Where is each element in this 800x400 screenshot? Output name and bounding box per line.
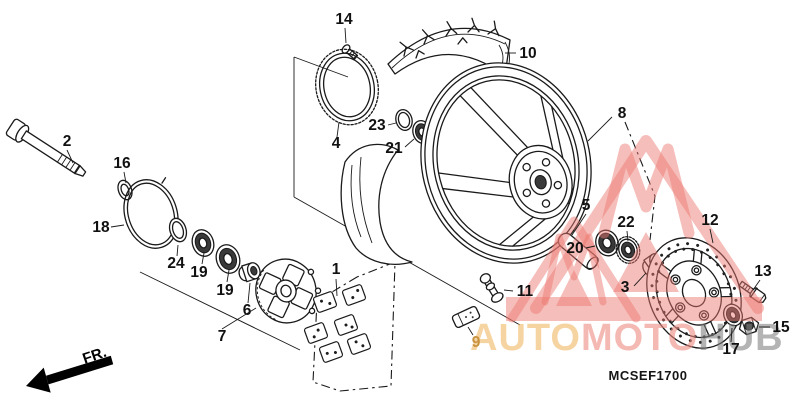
part-label-13: 13 — [754, 263, 772, 280]
part-label-15: 15 — [772, 319, 790, 336]
part-label-17: 17 — [722, 341, 739, 358]
leader-line-22 — [626, 230, 629, 242]
logo-m-small — [541, 233, 607, 306]
fr-label: FR. — [80, 344, 108, 368]
leader-line-13 — [752, 279, 761, 291]
leader-line-21 — [404, 138, 415, 148]
part-label-6: 6 — [243, 302, 252, 319]
part-label-1: 1 — [332, 261, 341, 278]
part-label-20: 20 — [566, 240, 583, 257]
part-label-16: 16 — [113, 155, 131, 172]
leader-line-8 — [587, 116, 613, 142]
part-label-10: 10 — [519, 45, 536, 62]
part-axle-bolt — [5, 118, 87, 177]
leader-line-17 — [730, 327, 733, 343]
fr-arrow-icon — [46, 355, 114, 385]
part-wheel-weight-9 — [451, 305, 481, 329]
disc-drill-holes — [650, 242, 738, 344]
logo-triangle-small — [507, 216, 641, 323]
leader-line-9 — [467, 326, 474, 336]
watermark-text: AUTOMOTOHUB — [470, 317, 784, 359]
axis-dashdot-line — [624, 121, 656, 241]
part-bushing-6 — [238, 262, 261, 283]
part-seal-17 — [722, 303, 744, 327]
leader-line-20 — [585, 245, 596, 249]
part-bearing-22 — [615, 236, 641, 264]
leader-line-6 — [247, 282, 251, 304]
part-label-19: 19 — [190, 264, 208, 281]
drawing-code: MCSEF1700 — [609, 368, 688, 383]
logo-m-large — [598, 143, 695, 239]
part-bearing-20 — [595, 229, 619, 257]
part-pulser-ring-4 — [315, 48, 379, 126]
wheel-hub — [508, 144, 573, 220]
leader-line-12 — [709, 228, 714, 244]
leader-line-1 — [335, 278, 338, 297]
leader-line-24 — [176, 244, 179, 257]
part-damper-set-1 — [303, 284, 372, 363]
part-label-3: 3 — [621, 279, 630, 296]
part-label-22: 22 — [617, 214, 634, 231]
fr-direction-indicator: FR. — [26, 344, 114, 393]
tire-shell-section — [340, 143, 413, 265]
leader-line-19 — [226, 269, 230, 283]
leader-line-3 — [633, 272, 647, 287]
leader-line-23 — [387, 122, 397, 126]
part-washer-16 — [117, 179, 133, 201]
leader-line-2 — [66, 149, 74, 164]
disc-carrier — [657, 248, 733, 337]
part-label-9: 9 — [472, 334, 481, 351]
part-label-12: 12 — [701, 212, 718, 229]
part-flange-7 — [255, 258, 322, 324]
leader-line-7 — [221, 307, 257, 330]
watermark-logo-triangles — [506, 135, 764, 323]
leader-line-18 — [110, 224, 125, 228]
part-bolt-13 — [738, 280, 767, 304]
leader-line-4 — [336, 121, 340, 138]
logo-base-bar — [506, 297, 762, 321]
part-nut-15 — [738, 316, 760, 336]
leader-line-5 — [571, 213, 587, 236]
part-label-14: 14 — [335, 11, 353, 28]
part-label-8: 8 — [618, 105, 627, 122]
part-labels: 1234567891011121314151617181919202122232… — [63, 11, 790, 358]
part-label-19: 19 — [216, 282, 234, 299]
wheel-spokes — [437, 86, 575, 247]
part-bearing-19a — [191, 229, 215, 257]
leader-line-16 — [123, 171, 127, 184]
leader-line-19 — [201, 252, 205, 265]
logo-triangle-large — [530, 135, 764, 314]
leader-line-11 — [503, 289, 514, 292]
watermark: AUTOMOTOHUB — [470, 135, 784, 359]
logo-inner-triangle-small — [556, 270, 592, 306]
part-spacer-5 — [557, 232, 599, 270]
part-label-7: 7 — [218, 328, 227, 345]
part-label-4: 4 — [332, 135, 341, 152]
part-wheel-8 — [420, 62, 592, 264]
part-label-2: 2 — [63, 133, 72, 150]
leader-line-14 — [344, 27, 347, 44]
part-valve-11 — [479, 273, 504, 303]
part-label-24: 24 — [167, 255, 185, 272]
part-brake-disc-12 — [646, 237, 742, 349]
fr-arrowhead-icon — [26, 367, 51, 393]
logo-inner-triangle-large — [613, 232, 679, 292]
part-label-21: 21 — [385, 140, 403, 157]
part-label-23: 23 — [368, 117, 386, 134]
part-oring-23 — [395, 108, 413, 132]
part-label-5: 5 — [582, 197, 591, 214]
part-oring-24 — [168, 217, 188, 243]
part-label-11: 11 — [517, 283, 534, 300]
part-label-18: 18 — [92, 219, 110, 236]
part-snap-ring-18 — [123, 177, 179, 249]
part-bearing-19b — [215, 244, 241, 274]
